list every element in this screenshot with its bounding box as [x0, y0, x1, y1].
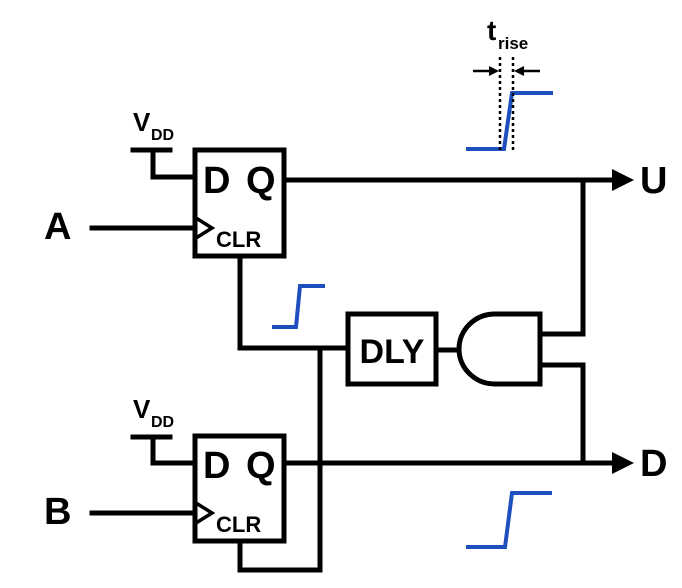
clock-triangle-top: [195, 216, 216, 240]
vdd-label-bottom-sub: DD: [151, 414, 174, 431]
output-u-label: U: [640, 160, 667, 202]
vdd-label-top: V DD: [133, 107, 174, 144]
flip-flop-top-clr-pin: CLR: [216, 227, 261, 252]
input-b-label: B: [44, 491, 71, 533]
flip-flop-top-d-pin: D: [203, 160, 230, 202]
vdd-label-top-main: V: [133, 107, 151, 137]
delay-block-label: DLY: [360, 333, 425, 371]
and-input-d-wire: [537, 362, 586, 466]
flip-flop-top-q-pin: Q: [246, 160, 276, 202]
and-gate: [456, 311, 543, 387]
rise-time-step-waveform: [466, 91, 553, 151]
reset-step-waveform: [272, 284, 325, 329]
delay-block-box: [345, 311, 439, 387]
clr-top-wire: [237, 253, 351, 351]
rise-time-annotation: t rise: [473, 15, 540, 150]
vdd-label-top-sub: DD: [151, 127, 174, 144]
flip-flop-bottom-d-pin: D: [203, 445, 230, 487]
input-a-label: A: [44, 206, 71, 248]
vdd-wire-bottom: [130, 434, 198, 466]
rise-time-label-sub: rise: [498, 34, 528, 53]
flip-flop-top: D Q CLR: [192, 147, 287, 259]
rise-time-arrowhead-left: [489, 66, 499, 76]
and-input-u-wire: [537, 177, 586, 337]
flip-flop-bottom-q-pin: Q: [246, 445, 276, 487]
delay-block: DLY: [345, 311, 439, 387]
flip-flop-top-box: [192, 147, 287, 259]
flip-flop-bottom: D Q CLR: [192, 433, 287, 544]
clr-bottom-wire: [237, 345, 323, 573]
output-d-step-waveform: [466, 491, 552, 549]
arrowhead-u: [612, 169, 634, 191]
clock-triangle-bottom: [195, 501, 216, 525]
rise-time-arrowhead-right: [514, 66, 524, 76]
vdd-wire-top: [130, 147, 198, 180]
vdd-label-bottom-main: V: [133, 394, 151, 424]
rise-time-label-main: t: [487, 15, 496, 46]
wires: [89, 147, 615, 573]
flip-flop-bottom-box: [192, 433, 287, 544]
vdd-label-bottom: V DD: [133, 394, 174, 431]
output-d-label: D: [640, 443, 667, 485]
flip-flop-bottom-clr-pin: CLR: [216, 512, 261, 537]
arrowhead-d: [612, 452, 634, 474]
